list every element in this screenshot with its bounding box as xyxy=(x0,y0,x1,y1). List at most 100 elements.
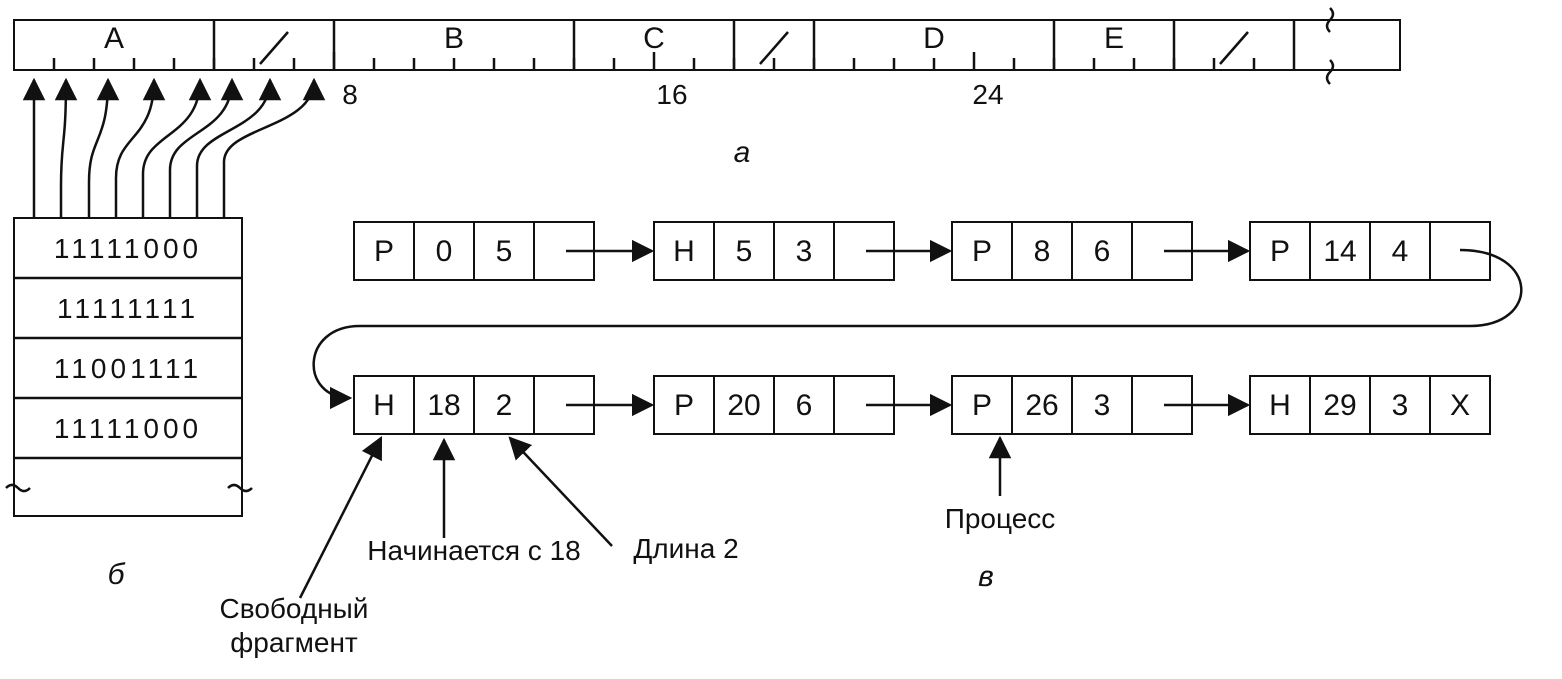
segment-label: D xyxy=(923,22,945,55)
bitmap-break-right xyxy=(227,483,253,493)
bitmap-frame xyxy=(13,217,243,517)
bit-to-unit-arrow-4 xyxy=(141,77,212,218)
list-node-1: H 5 3 xyxy=(653,221,895,281)
node-length-cell-text: 3 xyxy=(1392,389,1409,422)
node-start-cell-text: 8 xyxy=(1034,235,1051,268)
bit-to-unit-arrow-3 xyxy=(114,77,166,218)
pointer-length xyxy=(508,436,613,547)
memory-ticks xyxy=(52,52,1256,70)
node-start-cell xyxy=(713,375,775,435)
caption-a: а xyxy=(734,136,751,169)
bitmap-row-3: 11111000 xyxy=(14,396,242,444)
node-type-cell-text: P xyxy=(1270,235,1290,268)
node-start-cell-text: 0 xyxy=(436,235,453,268)
memory-strip-frame xyxy=(13,19,1401,71)
bitmap-bits: 11111000 xyxy=(54,413,202,444)
node-next-cell-text: X xyxy=(1450,389,1470,422)
node-length-cell-text: 4 xyxy=(1392,235,1409,268)
node-start-cell xyxy=(713,221,775,281)
node-length-cell xyxy=(773,221,835,281)
bit-to-unit-arrow-5 xyxy=(168,77,244,218)
memory-segments: A B C D E xyxy=(104,20,1296,70)
annotation-free-fragment-line1: Свободный xyxy=(220,593,369,624)
annotation-free-fragment-line2: фрагмент xyxy=(230,627,358,658)
bitmap-bits: 11111000 xyxy=(54,233,202,264)
node-start-cell xyxy=(1309,221,1371,281)
bitmap-bits: 11001111 xyxy=(54,353,202,384)
annotation-process: Процесс xyxy=(945,503,1056,534)
node-start-cell-text: 5 xyxy=(736,235,753,268)
node-type-cell-text: H xyxy=(1269,389,1291,422)
list-node-2: P 8 6 xyxy=(951,221,1193,281)
unit-mark-8: 8 xyxy=(342,79,358,110)
node-start-cell xyxy=(413,375,475,435)
node-type-cell xyxy=(353,221,415,281)
bit-to-unit-arrow-6 xyxy=(195,77,282,218)
node-length-cell-text: 6 xyxy=(1094,235,1111,268)
bit-to-unit-arrow-7 xyxy=(222,77,326,218)
node-start-cell-text: 14 xyxy=(1323,235,1356,268)
node-start-cell-text: 20 xyxy=(727,389,760,422)
list-wrap-link xyxy=(312,248,1523,410)
unit-mark-24: 24 xyxy=(972,79,1003,110)
node-length-cell-text: 5 xyxy=(496,235,513,268)
node-start-cell xyxy=(413,221,475,281)
hole-hatch xyxy=(259,31,289,65)
bitmap-row-0: 11111000 xyxy=(54,233,202,264)
node-type-cell xyxy=(951,221,1013,281)
bitmap-row-1: 11111111 xyxy=(14,276,242,324)
break-mark-top xyxy=(1325,7,1335,33)
node-type-cell xyxy=(1249,221,1311,281)
node-type-cell-text: P xyxy=(374,235,394,268)
node-start-cell-text: 26 xyxy=(1025,389,1058,422)
node-type-cell-text: P xyxy=(674,389,694,422)
node-length-cell-text: 6 xyxy=(796,389,813,422)
list-node-0: P 0 5 xyxy=(353,221,595,281)
node-type-cell xyxy=(1249,375,1311,435)
bit-to-unit-arrow-2 xyxy=(87,77,120,218)
annotation-starts-at: Начинается с 18 xyxy=(367,535,580,566)
node-start-cell-text: 29 xyxy=(1323,389,1356,422)
list-node-7: H 29 3 X xyxy=(1249,375,1491,435)
bit-to-unit-arrow-1 xyxy=(54,77,78,218)
node-length-cell-text: 3 xyxy=(796,235,813,268)
hole-hatch xyxy=(1219,31,1249,65)
bitmap-row-2: 11001111 xyxy=(14,336,242,384)
memory-segment-0: A xyxy=(104,22,124,55)
segment-label: C xyxy=(643,22,665,55)
bitmap: 11111000 11111111 11001111 11111000 б xyxy=(5,77,326,591)
break-mark-bottom xyxy=(1325,59,1335,85)
unit-mark-16: 16 xyxy=(656,79,687,110)
pointer-free-fragment xyxy=(298,435,383,599)
hole-hatch xyxy=(759,31,789,65)
node-type-cell-text: P xyxy=(972,235,992,268)
bitmap-arrows xyxy=(22,77,326,218)
node-start-cell-text: 18 xyxy=(427,389,460,422)
memory-strip: A B C D E 8 16 24 а xyxy=(13,7,1401,169)
caption-b: б xyxy=(108,558,126,591)
segment-label: E xyxy=(1104,22,1124,55)
node-type-cell-text: H xyxy=(373,389,395,422)
node-type-cell xyxy=(653,221,715,281)
node-length-cell-text: 3 xyxy=(1094,389,1111,422)
list-links xyxy=(566,239,1251,417)
node-type-cell-text: P xyxy=(972,389,992,422)
list-node-6: P 26 3 xyxy=(951,375,1193,435)
annotation-length: Длина 2 xyxy=(633,533,738,564)
node-length-cell xyxy=(1071,375,1133,435)
bitmap-break-left xyxy=(5,483,31,493)
segment-label: A xyxy=(104,22,124,55)
list-node-3: P 14 4 xyxy=(1249,221,1491,281)
bitmap-rows: 11111000 11111111 11001111 11111000 xyxy=(14,233,242,460)
node-next-cell xyxy=(1429,375,1491,435)
node-start-cell xyxy=(1011,375,1073,435)
node-type-cell-text: H xyxy=(673,235,695,268)
node-length-cell xyxy=(1369,375,1431,435)
segment-label: B xyxy=(444,22,464,55)
list-node-5: P 20 6 xyxy=(653,375,895,435)
caption-c: в xyxy=(978,560,994,593)
